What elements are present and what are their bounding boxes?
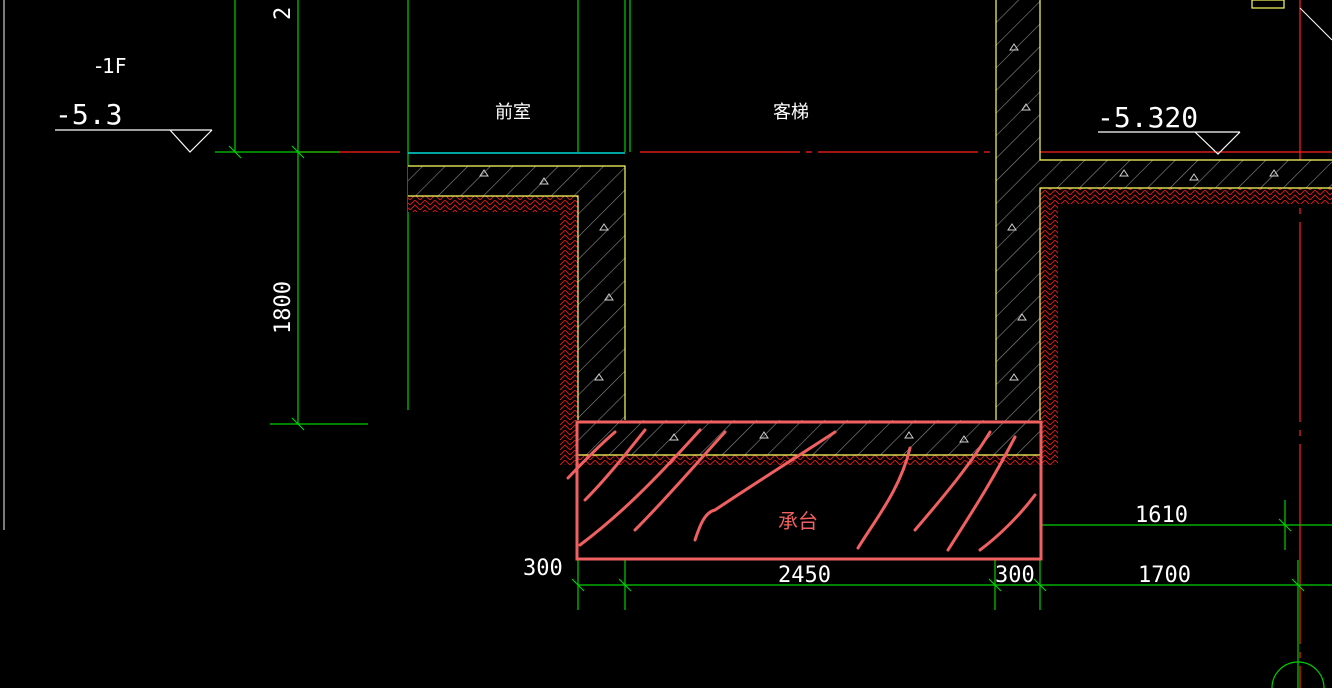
pit-wall-left: [408, 165, 626, 420]
soil-hatch: [408, 188, 1332, 465]
annotation-markup: [566, 420, 1043, 561]
aggregate-marks: [479, 43, 1279, 443]
grid-tag-box: [1251, 0, 1285, 9]
dim-2450: 2450: [778, 563, 831, 588]
room-front-label: 前室: [495, 102, 531, 123]
dim-top-fragment: 2: [271, 7, 296, 20]
floor-label: -1F: [95, 54, 126, 78]
room-elevator-label: 客梯: [773, 102, 809, 123]
axis-lines: [300, 0, 1332, 688]
elevation-markers: [55, 129, 1241, 155]
dim-1800: 1800: [271, 281, 296, 334]
elevation-right: -5.320: [1097, 101, 1198, 134]
dim-1610: 1610: [1135, 503, 1188, 528]
annotation-label: 承台: [778, 509, 818, 533]
dim-300-left: 300: [523, 556, 563, 581]
elevation-left: -5.3: [55, 98, 122, 131]
pit-wall-right: [995, 0, 1332, 420]
dim-1700: 1700: [1138, 563, 1191, 588]
axis-bubble: [1271, 661, 1325, 688]
dim-300-right: 300: [995, 563, 1035, 588]
